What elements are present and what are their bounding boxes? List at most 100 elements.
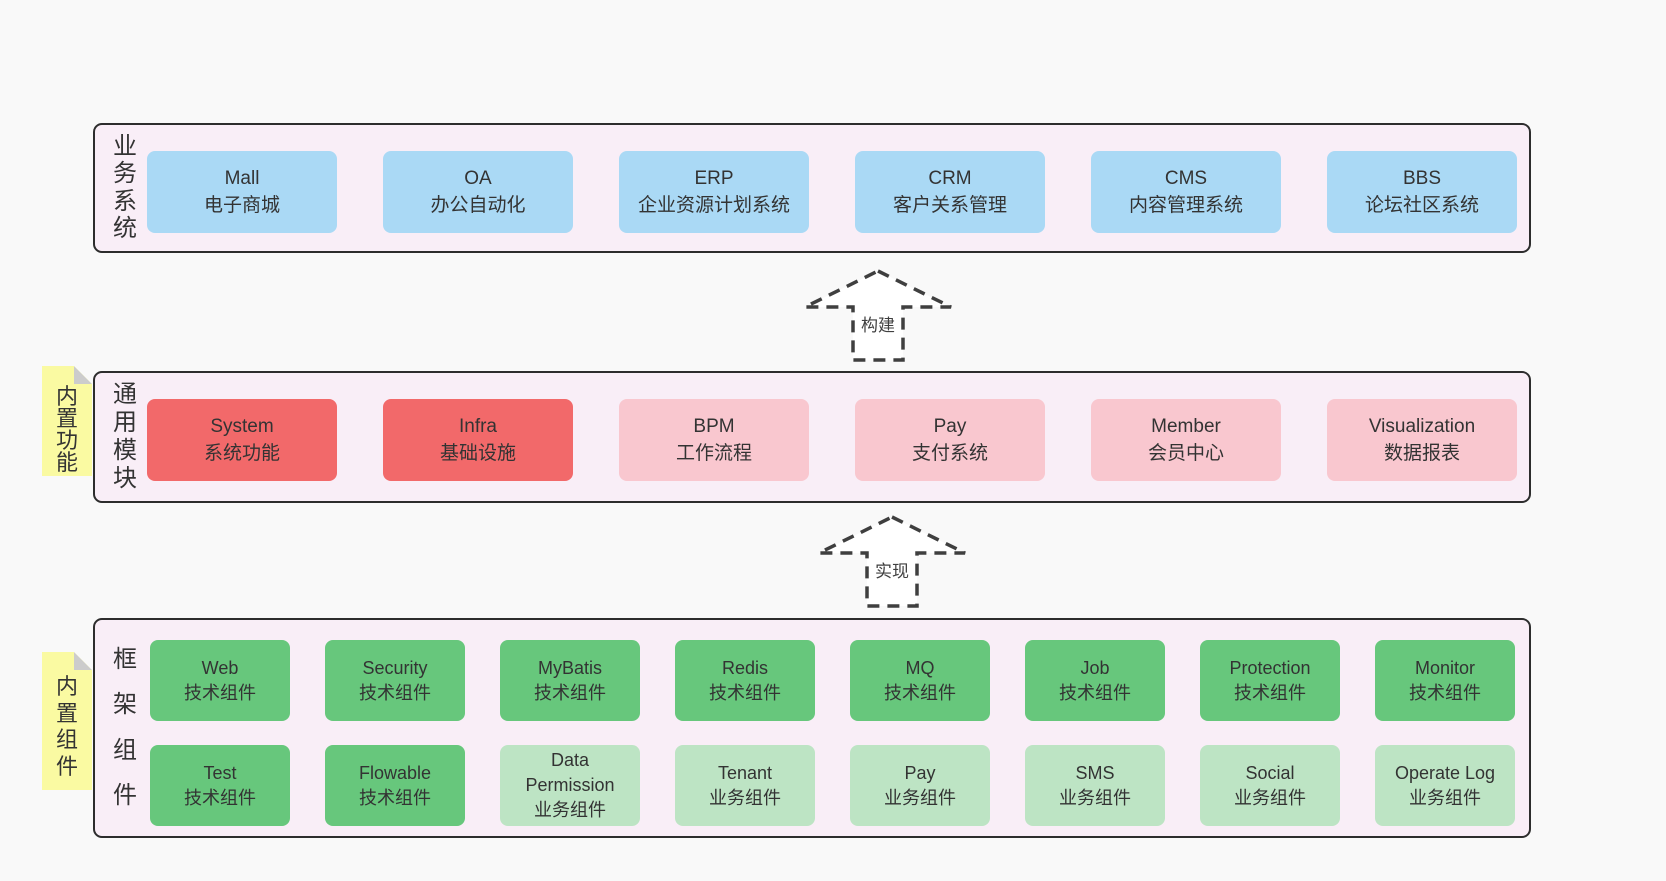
- module-box-subtitle: 业务组件: [1059, 787, 1131, 808]
- label-char: 统: [113, 215, 137, 243]
- sticky-note-builtin-features: 内置功能: [42, 366, 92, 476]
- module-box-subtitle: 办公自动化: [430, 195, 526, 216]
- label-char: 用: [113, 409, 137, 436]
- module-box-crm: CRM 客户关系管理: [855, 151, 1045, 233]
- label-char: 组: [113, 736, 137, 764]
- module-box-name: Infra: [458, 416, 498, 437]
- sticky-fold-icon: [74, 652, 92, 670]
- module-box-name: Tenant: [717, 762, 773, 783]
- module-box-name: Visualization: [1368, 416, 1476, 437]
- label-char: 组: [55, 727, 78, 753]
- label-char: 块: [113, 465, 137, 492]
- module-box-bbs: BBS 论坛社区系统: [1327, 151, 1517, 233]
- label-char: 件: [55, 753, 78, 779]
- module-box-protection: Protection 技术组件: [1200, 640, 1340, 721]
- module-box-name: System: [210, 416, 274, 437]
- module-box-name: BBS: [1402, 168, 1442, 189]
- implement-arrow-label: 实现: [875, 562, 909, 581]
- sticky-fold-icon: [74, 366, 92, 384]
- label-char: 通: [113, 381, 137, 408]
- label-char: 框: [113, 645, 137, 673]
- sticky-builtin-components-text: 内置组件: [42, 672, 92, 782]
- module-box-subtitle: 客户关系管理: [892, 195, 1007, 216]
- module-box-name: Social: [1245, 762, 1295, 783]
- module-box-name: OA: [464, 168, 492, 189]
- label-char: 置: [55, 406, 78, 431]
- module-box-subtitle: 基础设施: [439, 443, 516, 464]
- sticky-note-builtin-components: 内置组件: [42, 652, 92, 790]
- module-box-name: Data Permission: [525, 750, 615, 795]
- module-box-subtitle: 论坛社区系统: [1364, 195, 1479, 216]
- module-box-subtitle: 技术组件: [1234, 682, 1306, 703]
- label-char: 置: [55, 700, 78, 726]
- module-box-name: MyBatis: [537, 657, 602, 678]
- layer-framework-components-label: 框架组件: [109, 620, 141, 836]
- module-box-social: Social 业务组件: [1200, 745, 1340, 826]
- module-box-pay: Pay 支付系统: [855, 399, 1045, 481]
- label-char: 内: [55, 674, 78, 700]
- module-box-name: Pay: [933, 416, 967, 437]
- layer-business-systems-label: 业务系统: [109, 125, 141, 251]
- module-box-subtitle: 会员中心: [1147, 443, 1224, 464]
- module-box-subtitle: 技术组件: [184, 682, 256, 703]
- module-box-name: CMS: [1164, 168, 1208, 189]
- module-box-subtitle: 业务组件: [534, 800, 606, 820]
- build-arrow-label: 构建: [861, 316, 895, 335]
- module-box-erp: ERP 企业资源计划系统: [619, 151, 809, 233]
- module-box-subtitle: 技术组件: [184, 787, 256, 808]
- module-box-name: Mall: [224, 168, 260, 189]
- label-char: 架: [113, 691, 137, 719]
- sticky-builtin-features-text: 内置功能: [42, 386, 92, 468]
- label-char: 能: [55, 450, 78, 475]
- module-box-subtitle: 业务组件: [1234, 787, 1306, 808]
- module-box-name: ERP: [694, 168, 734, 189]
- module-box-test: Test 技术组件: [150, 745, 290, 826]
- module-box-name: Security: [362, 657, 428, 678]
- module-box-name: Operate Log: [1394, 762, 1496, 783]
- module-box-subtitle: 技术组件: [534, 682, 606, 703]
- label-char: 业: [113, 132, 137, 160]
- label-char: 件: [113, 782, 137, 810]
- module-box-subtitle: 系统功能: [203, 443, 280, 464]
- module-box-infra: Infra 基础设施: [383, 399, 573, 481]
- layer-common-modules-label: 通用模块: [109, 373, 141, 501]
- module-box-name: BPM: [693, 416, 735, 437]
- module-box-name: CRM: [928, 168, 972, 189]
- module-box-name: Protection: [1229, 657, 1311, 678]
- module-box-subtitle: 业务组件: [709, 787, 781, 808]
- module-box-data-permission: Data Permission 业务组件: [500, 745, 640, 826]
- module-box-name: Redis: [721, 657, 769, 678]
- label-char: 功: [55, 428, 78, 453]
- module-box-subtitle: 支付系统: [911, 443, 988, 464]
- label-char: 务: [113, 160, 137, 188]
- module-box-monitor: Monitor 技术组件: [1375, 640, 1515, 721]
- module-box-oa: OA 办公自动化: [383, 151, 573, 233]
- module-box-subtitle: 内容管理系统: [1128, 195, 1243, 216]
- module-box-name: Pay: [904, 762, 936, 783]
- module-box-name: Test: [203, 762, 237, 783]
- module-box-tenant: Tenant 业务组件: [675, 745, 815, 826]
- implement-arrow-shape: [818, 515, 966, 608]
- module-box-name: Monitor: [1414, 657, 1476, 678]
- module-box-subtitle: 技术组件: [359, 787, 431, 808]
- build-arrow-shape: [804, 269, 952, 362]
- module-box-subtitle: 企业资源计划系统: [637, 195, 790, 216]
- module-box-subtitle: 技术组件: [1409, 682, 1481, 703]
- label-char: 模: [113, 437, 137, 464]
- build-arrow: 构建: [803, 269, 953, 363]
